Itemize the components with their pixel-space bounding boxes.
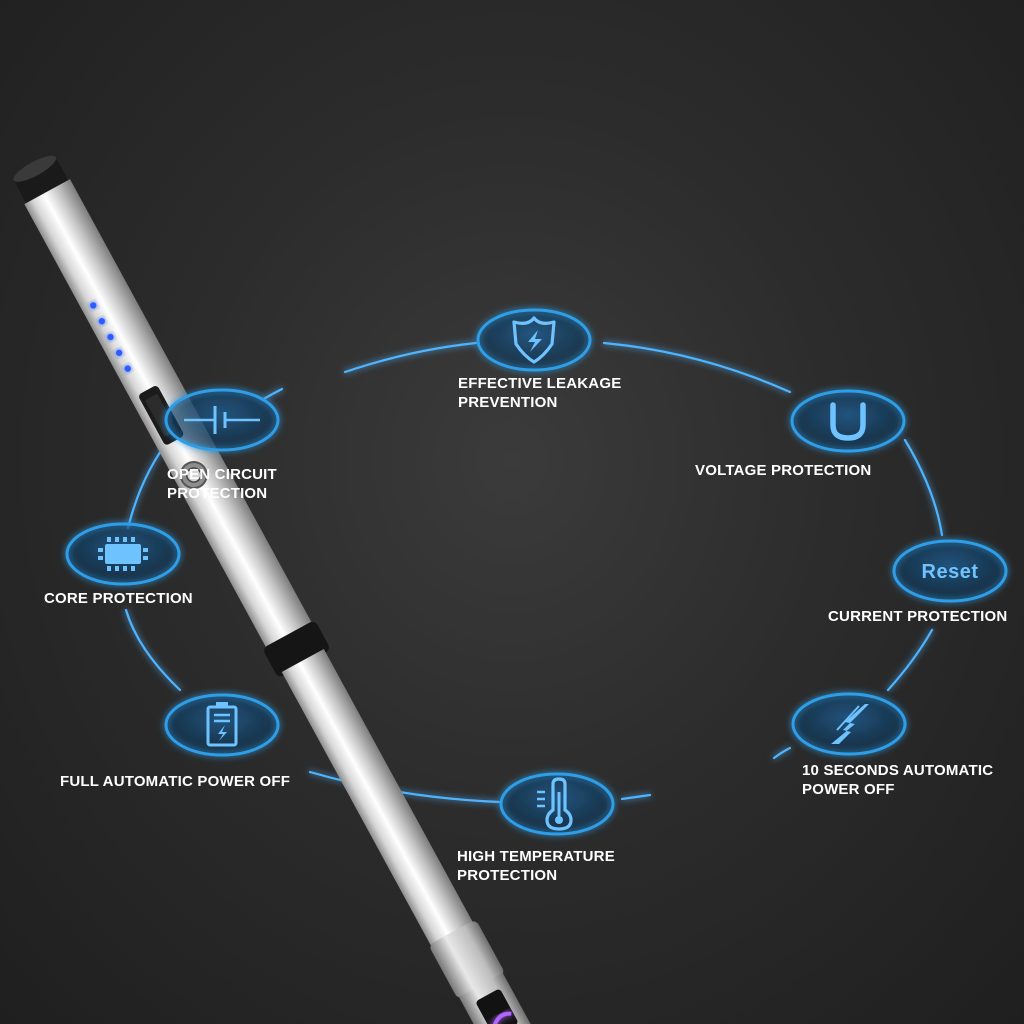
- voltage-u-icon: [790, 389, 906, 453]
- middle-ring: [264, 621, 329, 677]
- lower-tube: [281, 648, 477, 952]
- led-dot: [90, 302, 97, 309]
- feature-label-full-auto-off: FULL AUTOMATIC POWER OFF: [60, 773, 291, 790]
- feature-label-leakage: EFFECTIVE LEAKAGE PREVENTION: [458, 375, 622, 411]
- feature-label-auto-off-10s: 10 SECONDS AUTOMATIC POWER OFF: [802, 762, 994, 798]
- led-dot: [124, 365, 131, 372]
- ring-segment: [602, 341, 792, 394]
- circuit-symbol-icon: [164, 388, 280, 452]
- tip-collar: [430, 921, 504, 998]
- charge-indicator-leds: [90, 302, 131, 372]
- ring-segment: [343, 341, 478, 374]
- led-dot: [98, 318, 106, 325]
- feature-label-high-temp: HIGH TEMPERATURE PROTECTION: [457, 848, 615, 884]
- plasma-arc: [491, 1011, 512, 1024]
- ring-segment: [903, 438, 944, 537]
- thermometer-icon: [499, 772, 615, 836]
- ring-segment: [308, 770, 502, 804]
- ring-segment: [772, 746, 792, 760]
- feature-label-voltage: VOLTAGE PROTECTION: [695, 462, 872, 479]
- ring-segment: [124, 608, 182, 692]
- feature-label-open-circuit: OPEN CIRCUIT PROTECTION: [167, 466, 277, 502]
- glow-ring: [124, 341, 944, 804]
- feature-label-core: CORE PROTECTION: [44, 590, 193, 607]
- reset-icon: Reset: [892, 539, 1008, 603]
- chip-icon: [65, 522, 181, 586]
- ring-segment: [620, 793, 652, 801]
- ring-segment: [260, 387, 284, 402]
- ring-segment: [886, 628, 934, 692]
- led-dot: [115, 349, 123, 357]
- ring-segment: [126, 443, 167, 530]
- electric-lighter: [13, 155, 532, 1024]
- reset-icon-label: Reset: [922, 561, 979, 583]
- lightning-bolt-icon: [791, 692, 907, 756]
- shield-lightning-icon: [476, 308, 592, 372]
- feature-label-current: CURRENT PROTECTION: [828, 608, 1008, 625]
- led-dot: [107, 333, 114, 341]
- battery-icon: [164, 693, 280, 757]
